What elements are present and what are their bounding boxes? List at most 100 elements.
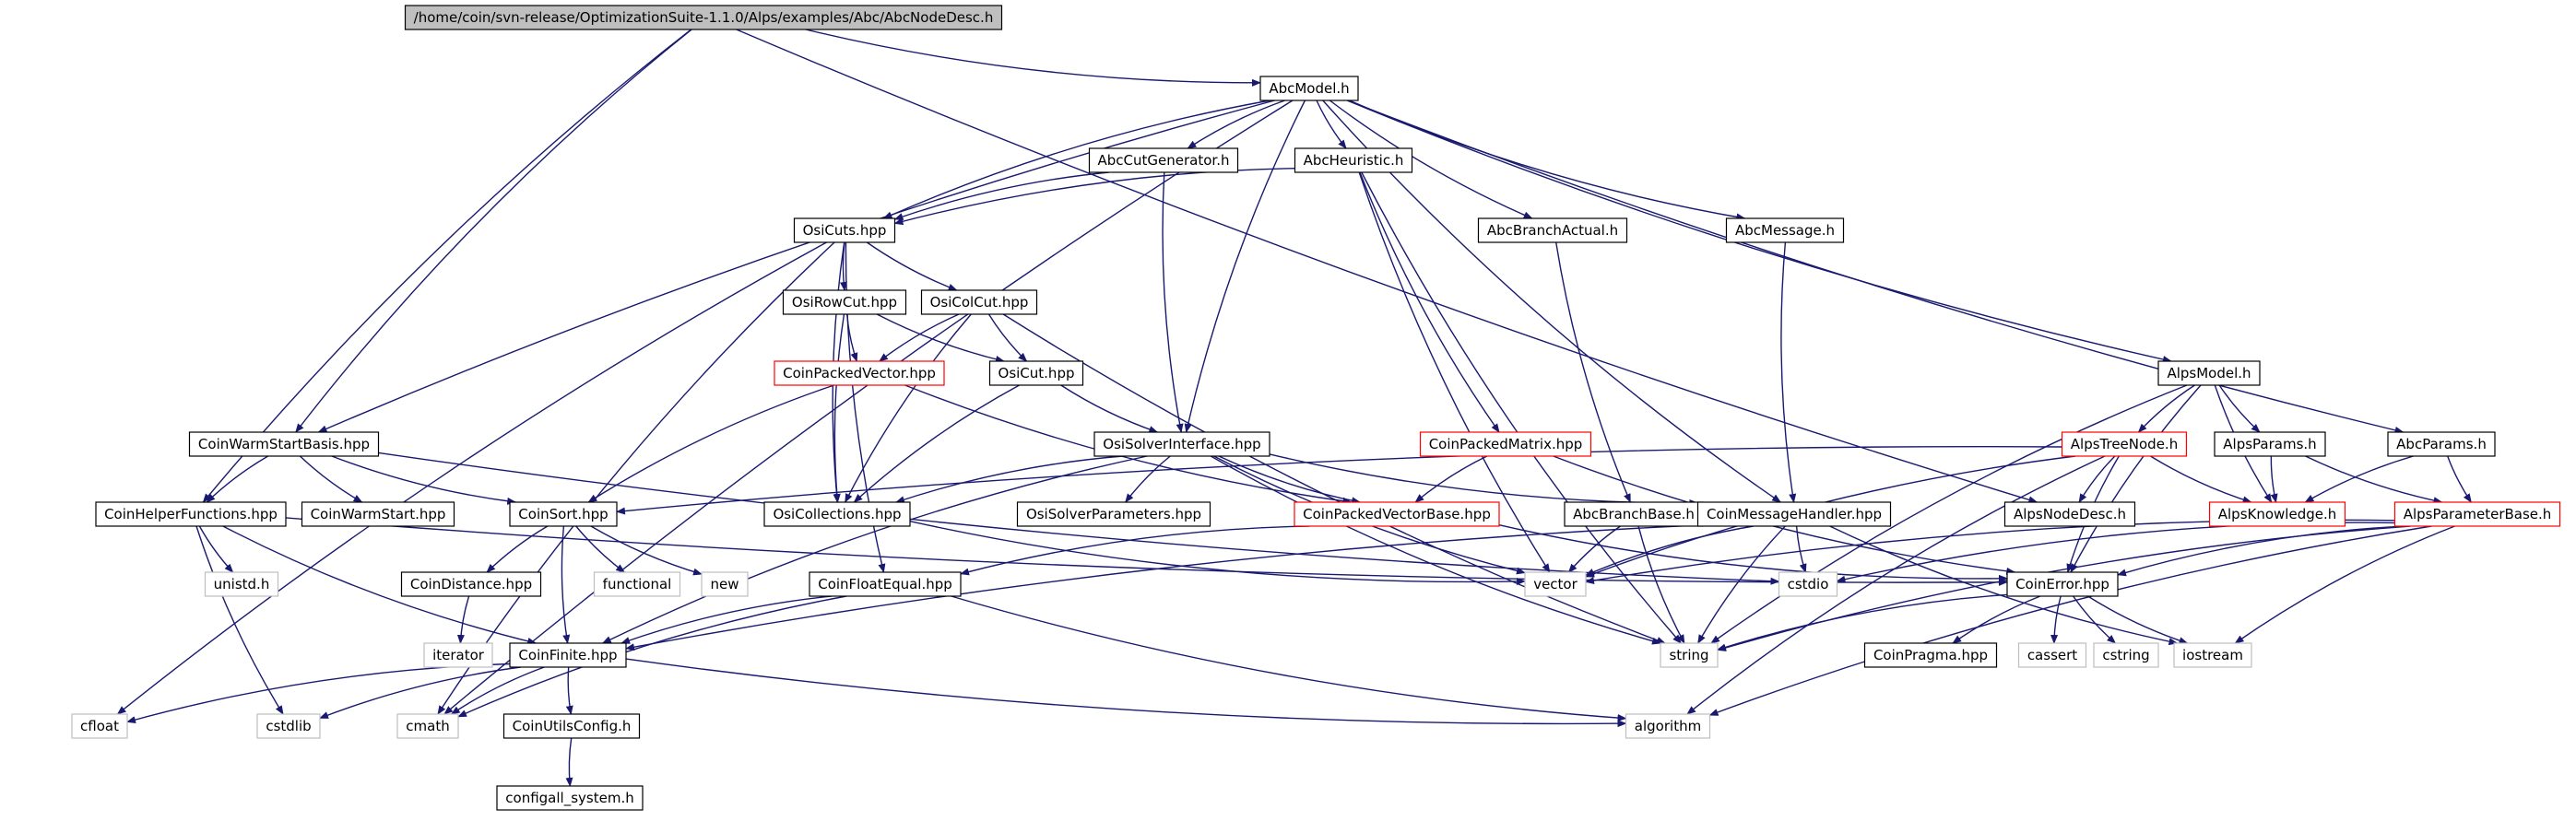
node-string[interactable]: string [1660,642,1719,668]
node-unistd[interactable]: unistd.h [204,571,279,597]
edge-abc-branch-actual-to-abc-branch-base [1555,241,1631,503]
node-label: AlpsNodeDesc.h [2014,506,2126,522]
node-box [496,785,644,811]
node-label: OsiSolverInterface.hpp [1103,436,1260,452]
node-coin-helper-functions[interactable]: CoinHelperFunctions.hpp [95,501,287,527]
node-coin-pragma[interactable]: CoinPragma.hpp [1863,642,1998,668]
node-box [1088,147,1239,173]
node-coin-packed-vector[interactable]: CoinPackedVector.hpp [774,360,945,386]
node-box [1016,501,1211,527]
node-cfloat[interactable]: cfloat [71,713,128,739]
node-box [1294,501,1500,527]
node-label: CoinPackedMatrix.hpp [1429,436,1583,452]
node-cstdlib[interactable]: cstdlib [256,713,321,739]
node-root[interactable]: /home/coin/svn-release/OptimizationSuite… [404,5,1003,30]
node-abc-params[interactable]: AbcParams.h [2387,431,2496,457]
node-coin-finite[interactable]: CoinFinite.hpp [509,642,627,668]
node-cmath[interactable]: cmath [396,713,459,739]
edge-coin-helper-functions-to-coin-finite [222,525,538,645]
node-coin-warm-start-basis[interactable]: CoinWarmStartBasis.hpp [188,431,380,457]
node-osi-solver-interface[interactable]: OsiSolverInterface.hpp [1093,431,1270,457]
node-alps-model[interactable]: AlpsModel.h [2157,360,2261,386]
node-box [423,642,493,668]
node-box [509,501,618,527]
edge-abc-params-to-alps-knowledge [2304,455,2414,503]
edge-abc-model-to-osi-solver-interface [1184,100,1306,433]
node-abc-cut-generator[interactable]: AbcCutGenerator.h [1088,147,1239,173]
node-coin-distance[interactable]: CoinDistance.hpp [400,571,542,597]
edge-root-to-alps-node-desc [736,29,2038,504]
edge-abc-branch-base-to-string [1637,525,1685,644]
node-abc-branch-base[interactable]: AbcBranchBase.h [1564,501,1704,527]
node-label: cstring [2102,647,2149,663]
edge-osi-cuts-to-osi-col-cut [866,241,958,291]
node-coin-sort[interactable]: CoinSort.hpp [509,501,618,527]
edge-coin-warm-start-basis-to-cstdio [378,452,1780,585]
node-box [1524,571,1587,597]
edge-coin-float-equal-to-algorithm [951,595,1627,722]
node-coin-error[interactable]: CoinError.hpp [2006,571,2119,597]
node-coin-float-equal[interactable]: CoinFloatEqual.hpp [809,571,962,597]
node-osi-solver-parameters[interactable]: OsiSolverParameters.hpp [1016,501,1211,527]
node-box [701,571,749,597]
node-coin-packed-matrix[interactable]: CoinPackedMatrix.hpp [1419,431,1592,457]
edge-coin-packed-matrix-to-coin-error [1553,455,2016,575]
edge-osi-cut-to-osi-collections [853,384,1020,503]
node-box [593,571,681,597]
edge-coin-finite-to-coin-utils-config [565,666,573,715]
node-abc-heuristic[interactable]: AbcHeuristic.h [1294,147,1413,173]
edge-alps-model-to-string [1710,384,2188,644]
node-box [1696,501,1892,527]
edge-abc-heuristic-to-osi-cuts [893,168,1295,226]
edge-coin-sort-to-new [590,525,703,576]
node-cstdio[interactable]: cstdio [1778,571,1838,597]
node-alps-knowledge[interactable]: AlpsKnowledge.h [2208,501,2346,527]
node-cstring[interactable]: cstring [2093,642,2159,668]
node-osi-col-cut[interactable]: OsiColCut.hpp [920,289,1038,315]
edge-alps-tree-node-to-alps-knowledge [2150,455,2252,504]
node-abc-message[interactable]: AbcMessage.h [1725,217,1845,243]
edge-coin-message-handler-to-string [1697,525,1786,644]
node-cassert[interactable]: cassert [2017,642,2087,668]
node-alps-tree-node[interactable]: AlpsTreeNode.h [2061,431,2188,457]
node-alps-params[interactable]: AlpsParams.h [2214,431,2326,457]
node-box [2093,642,2159,668]
node-coin-warm-start[interactable]: CoinWarmStart.hpp [301,501,455,527]
node-label: AbcBranchActual.h [1487,222,1618,239]
node-box [2017,642,2087,668]
node-box [509,642,627,668]
node-coin-utils-config[interactable]: CoinUtilsConfig.h [502,713,641,739]
node-configall-system[interactable]: configall_system.h [496,785,644,811]
node-functional[interactable]: functional [593,571,681,597]
node-box [1259,76,1359,101]
node-coin-packed-vector-base[interactable]: CoinPackedVectorBase.hpp [1294,501,1500,527]
node-osi-cuts[interactable]: OsiCuts.hpp [793,217,896,243]
edge-coin-finite-to-cstdlib [319,666,521,720]
node-vector[interactable]: vector [1524,571,1587,597]
node-alps-parameter-base[interactable]: AlpsParameterBase.h [2393,501,2561,527]
node-coin-message-handler[interactable]: CoinMessageHandler.hpp [1696,501,1892,527]
edge-abc-cut-generator-to-osi-cuts [893,171,1109,220]
node-algorithm[interactable]: algorithm [1625,713,1711,739]
node-alps-node-desc[interactable]: AlpsNodeDesc.h [2003,501,2136,527]
node-box [774,360,945,386]
node-abc-model[interactable]: AbcModel.h [1259,76,1359,101]
edge-alps-parameter-base-to-iostream [2234,525,2455,644]
node-osi-collections[interactable]: OsiCollections.hpp [763,501,911,527]
edge-coin-error-to-cstring [2073,595,2117,644]
edge-abc-model-to-osi-cuts [882,100,1270,219]
node-box [782,289,907,315]
edge-abc-model-to-coin-warm-start-basis [317,100,1275,433]
node-iostream[interactable]: iostream [2173,642,2252,668]
node-iterator[interactable]: iterator [423,642,493,668]
edge-osi-cut-to-osi-solver-interface [1060,384,1159,433]
node-osi-row-cut[interactable]: OsiRowCut.hpp [782,289,907,315]
node-osi-cut[interactable]: OsiCut.hpp [988,360,1084,386]
node-abc-branch-actual[interactable]: AbcBranchActual.h [1477,217,1628,243]
node-label: cstdlib [266,718,311,734]
node-box [988,360,1084,386]
node-new[interactable]: new [701,571,749,597]
node-box [301,501,455,527]
node-box [71,713,128,739]
node-label: CoinWarmStart.hpp [311,506,446,522]
